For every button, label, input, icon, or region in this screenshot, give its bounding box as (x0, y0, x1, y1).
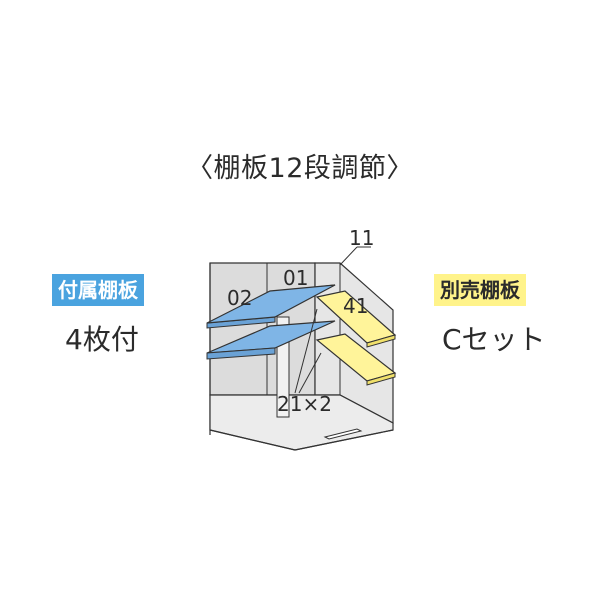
page-title: 〈棚板12段調節〉 (186, 153, 414, 184)
label-posts: 21×2 (277, 392, 332, 416)
label-right-shelf: 41 (343, 294, 368, 318)
sold-shelf-lower-front (366, 372, 396, 386)
included-shelf-upper-top (206, 284, 336, 324)
floor-edge (209, 429, 394, 451)
included-shelves-quantity: 4枚付 (65, 323, 139, 356)
included-shelves-badge: 付属棚板 (52, 274, 144, 306)
label-center-shelf: 01 (283, 266, 308, 290)
label-left-shelf: 02 (227, 286, 252, 310)
sold-separately-badge: 別売棚板 (434, 274, 526, 306)
label-corner: 11 (349, 226, 374, 250)
leader-post-2 (298, 352, 322, 394)
leader-post-1 (294, 308, 318, 394)
storage-shed-diagram: 02 01 11 41 21×2 (206, 226, 397, 451)
sold-separately-quantity: Cセット (442, 323, 546, 356)
leader-corner (339, 246, 358, 266)
included-shelf-lower-front (206, 347, 276, 360)
sold-shelf-upper-front (366, 334, 396, 348)
door-rail (323, 428, 363, 440)
